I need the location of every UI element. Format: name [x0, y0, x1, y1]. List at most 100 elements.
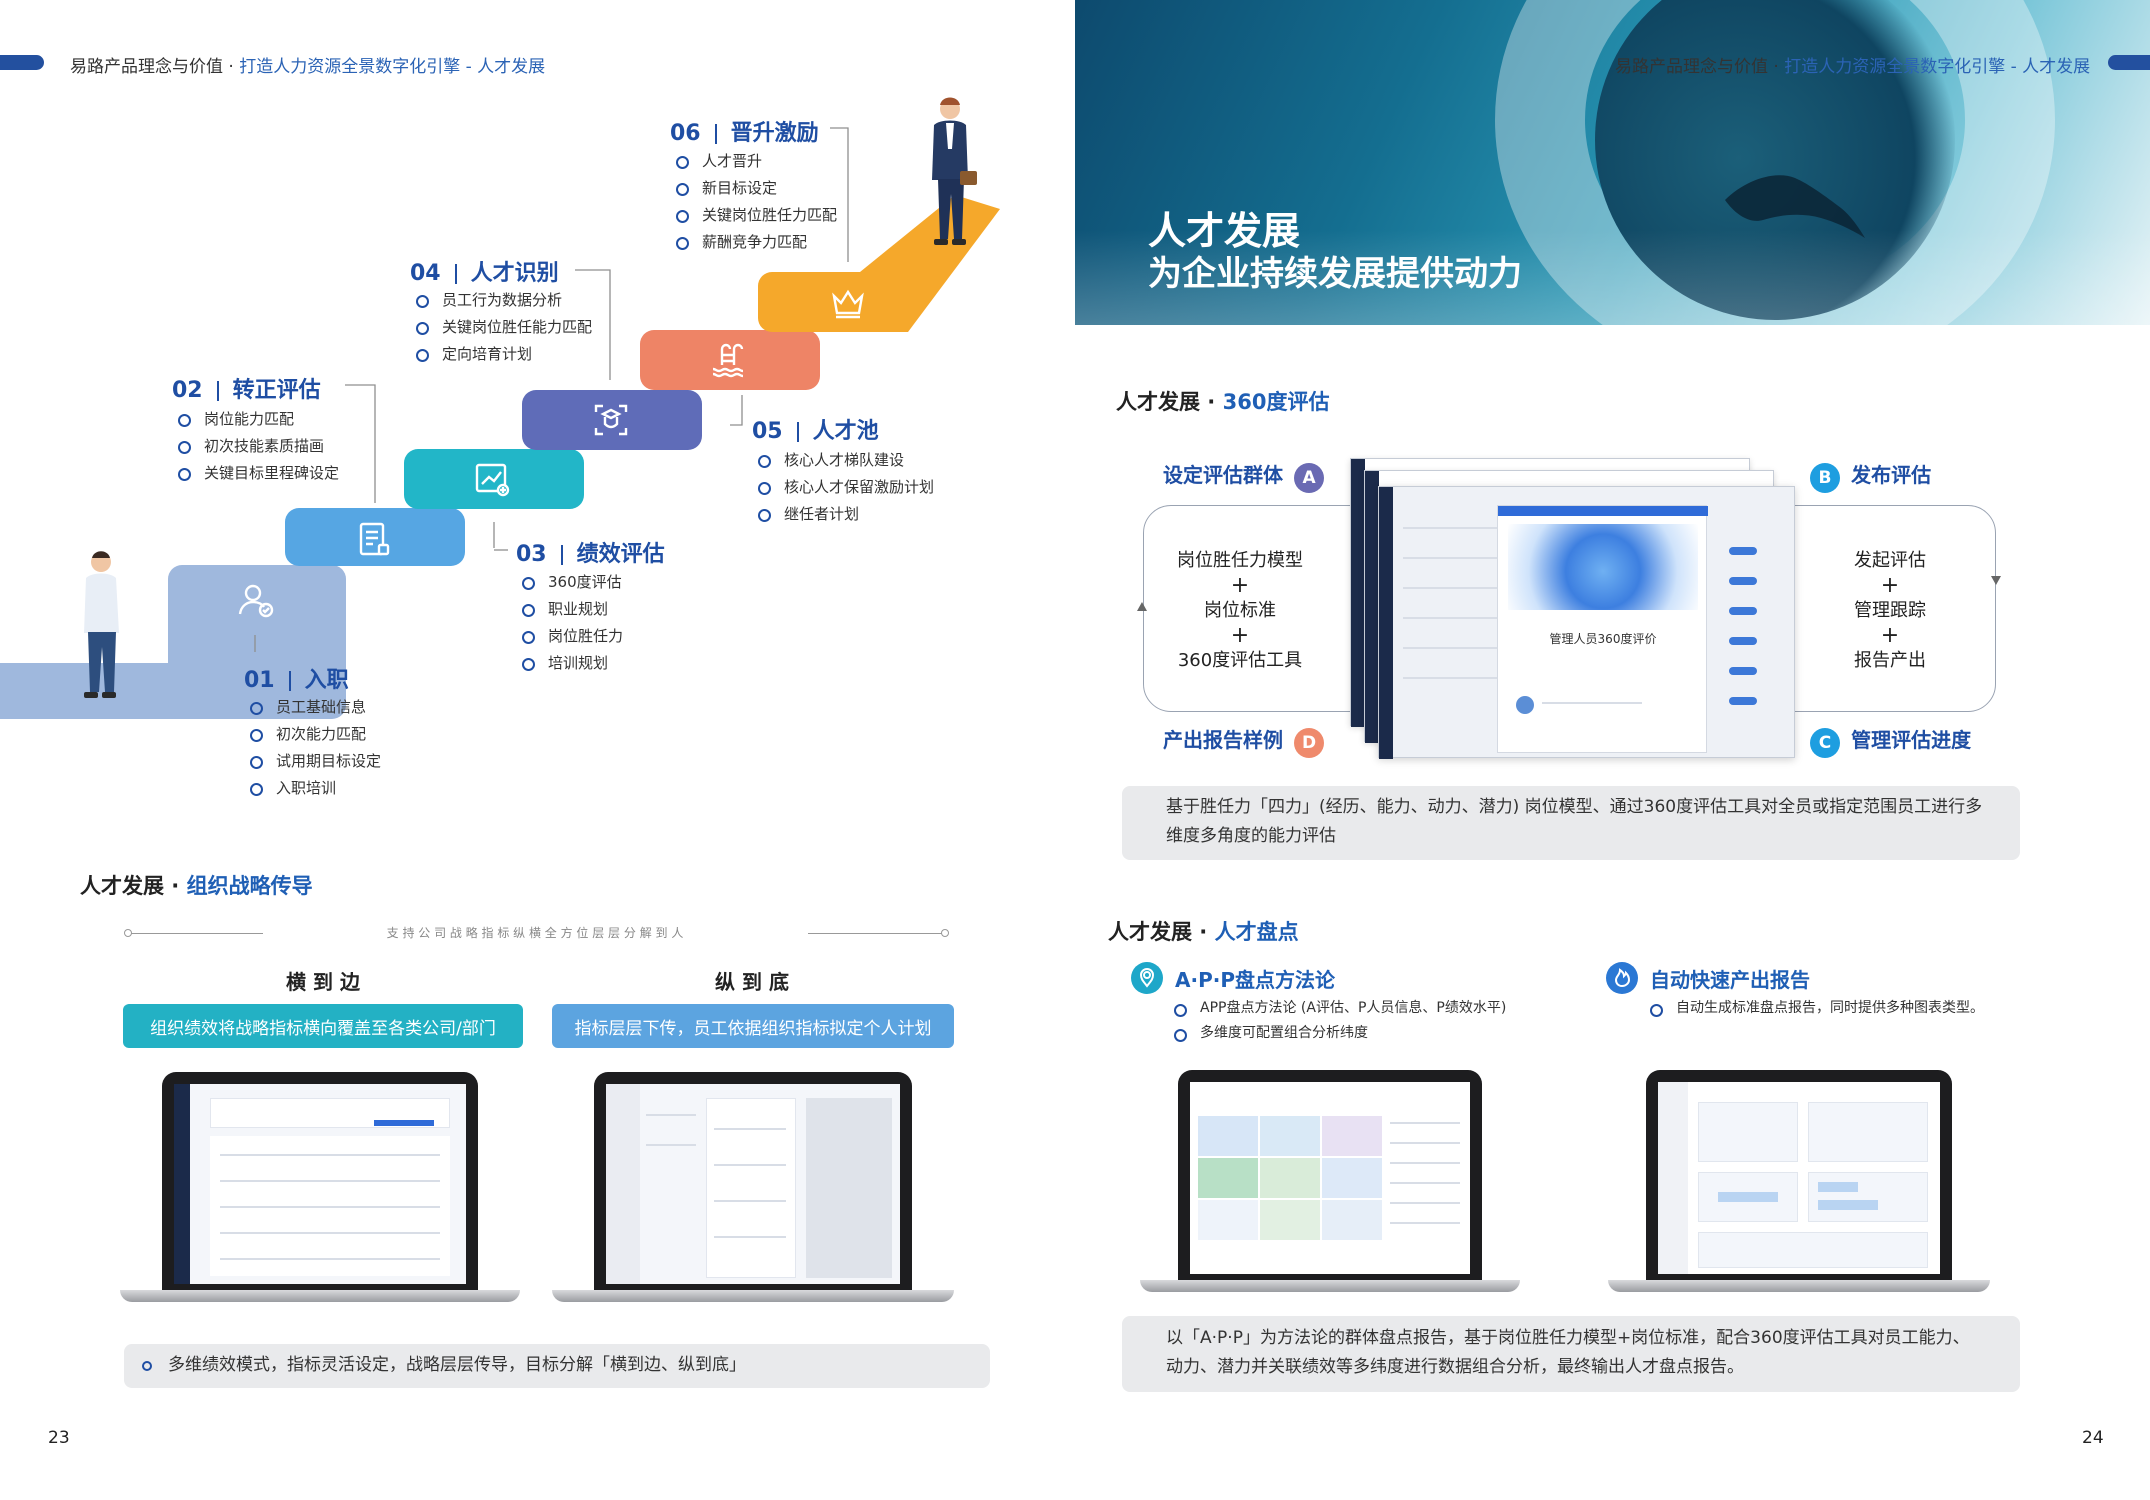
person-start-illustration [84, 551, 119, 698]
cycle-arrow-up [1137, 602, 1147, 611]
plus-sign: + [1230, 623, 1250, 648]
stage-01-label: 入职 [304, 668, 349, 693]
tagline-line-left [128, 933, 263, 934]
vertical-heading: 纵 到 底 [715, 970, 789, 994]
list-item: 核心人才梯队建设 [756, 447, 934, 474]
list-item: 360度评估 [520, 569, 623, 596]
list-item: 初次能力匹配 [248, 721, 381, 748]
vertical-cascade-banner: 指标层层下传，员工依据组织指标拟定个人计划 [552, 1004, 954, 1048]
list-item: 员工行为数据分析 [414, 287, 592, 314]
step-01 [168, 565, 346, 719]
flame-icon [1606, 962, 1638, 994]
target-scan-icon [589, 398, 633, 442]
stage-04-list: 员工行为数据分析 关键岗位胜任能力匹配 定向培育计划 [414, 287, 592, 368]
badge-b: B [1810, 462, 1840, 493]
document-icon [352, 517, 396, 561]
strategy-title-highlight: 组织战略传导 [186, 874, 313, 898]
stage-01-list: 员工基础信息 初次能力匹配 试用期目标设定 入职培训 [248, 694, 381, 802]
chart-trend-icon [470, 457, 514, 501]
person-top-illustration [932, 97, 977, 245]
list-item: 员工基础信息 [248, 694, 381, 721]
plus-sign: + [1230, 573, 1250, 598]
right-header-highlight: 打造人力资源全景数字化引擎 - 人才发展 [1784, 57, 2091, 77]
stage-03-number: 03 [516, 542, 547, 567]
right-tab-marker [2108, 55, 2150, 70]
list-item: 自动生成标准盘点报告，同时提供多种图表类型。 [1648, 996, 1984, 1021]
strategy-tagline: 支 持 公 司 战 略 指 标 纵 横 全 方 位 层 层 分 解 到 人 [386, 926, 684, 940]
stage-02-number: 02 [172, 378, 203, 403]
step-b-label: 发布评估 [1851, 463, 1932, 487]
step-c-label: 管理评估进度 [1851, 728, 1972, 752]
laptop-inventory-report [1608, 1070, 1990, 1292]
badge-d: D [1294, 727, 1325, 758]
eval360-screenshot-stack: 管理人员360度评价 [1350, 458, 1795, 759]
eval360-screen-caption: 管理人员360度评价 [1549, 632, 1657, 646]
output-line: 发起评估 [1854, 550, 1926, 571]
laptop-horizontal-screenshot [120, 1072, 520, 1302]
auto-report-heading: 自动快速产出报告 [1650, 968, 1810, 992]
auto-report-list: 自动生成标准盘点报告，同时提供多种图表类型。 [1648, 996, 1984, 1021]
eval360-inputs: 岗位胜任力模型 + 岗位标准 + 360度评估工具 [1150, 548, 1330, 673]
stage-05-label: 人才池 [812, 419, 879, 444]
laptop-inventory-grid [1140, 1070, 1520, 1292]
step-06-ramp [860, 195, 1000, 332]
list-item: 培训规划 [520, 650, 623, 677]
app-method-list: APP盘点方法论 (A评估、P人员信息、P绩效水平) 多维度可配置组合分析纬度 [1172, 996, 1506, 1046]
crown-icon [826, 280, 870, 324]
cycle-arrow-down [1991, 576, 2001, 585]
list-item: APP盘点方法论 (A评估、P人员信息、P绩效水平) [1172, 996, 1506, 1021]
horizontal-coverage-banner: 组织绩效将战略指标横向覆盖至各类公司/部门 [123, 1004, 523, 1048]
stage-connectors [254, 127, 849, 652]
stage-02-label: 转正评估 [232, 378, 321, 403]
left-header-highlight: 打造人力资源全景数字化引擎 - 人才发展 [239, 57, 546, 77]
stage-03-list: 360度评估 职业规划 岗位胜任力 培训规划 [520, 569, 623, 677]
step-d-label-group: 产出报告样例 D [1163, 724, 1325, 758]
tagline-line-right [808, 933, 945, 934]
horizontal-heading: 横 到 边 [286, 970, 360, 994]
eval360-title-highlight: 360度评估 [1222, 390, 1330, 414]
list-item: 新目标设定 [674, 175, 837, 202]
hero-title: 人才发展 [1148, 209, 1301, 253]
step-04 [522, 390, 702, 450]
stage-02-list: 岗位能力匹配 初次技能素质描画 关键目标里程碑设定 [176, 406, 339, 487]
input-line: 岗位标准 [1204, 600, 1276, 621]
output-line: 报告产出 [1854, 650, 1926, 671]
stage-04-label: 人才识别 [470, 261, 559, 286]
eval360-title-prefix: 人才发展 · [1116, 390, 1223, 414]
stage-04-title: 04 人才识别 [410, 255, 559, 287]
strategy-section-title: 人才发展 · 组织战略传导 [80, 870, 313, 900]
step-03 [404, 449, 584, 509]
step-a-label: 设定评估群体 [1163, 463, 1283, 487]
plus-sign: + [1880, 623, 1900, 648]
inventory-note-box: 以「A·P·P」为方法论的群体盘点报告，基于岗位胜任力模型+岗位标准，配合360… [1122, 1316, 2020, 1392]
list-item: 人才晋升 [674, 148, 837, 175]
stage-04-number: 04 [410, 261, 441, 286]
stage-05-list: 核心人才梯队建设 核心人才保留激励计划 继任者计划 [756, 447, 934, 528]
left-header-prefix: 易路产品理念与价值 · [70, 57, 240, 77]
list-item: 初次技能素质描画 [176, 433, 339, 460]
list-item: 试用期目标设定 [248, 748, 381, 775]
eval360-section-title: 人才发展 · 360度评估 [1116, 386, 1329, 416]
right-page-header: 易路产品理念与价值 · 打造人力资源全景数字化引擎 - 人才发展 [1615, 52, 2090, 77]
list-item: 岗位能力匹配 [176, 406, 339, 433]
pool-icon [707, 338, 751, 382]
inventory-title-highlight: 人才盘点 [1214, 920, 1299, 944]
tagline-dot-left [124, 929, 132, 937]
user-check-icon [234, 578, 278, 622]
app-method-heading: A·P·P盘点方法论 [1175, 968, 1335, 992]
list-item: 关键目标里程碑设定 [176, 460, 339, 487]
output-line: 管理跟踪 [1854, 600, 1926, 621]
strategy-note-text: 多维绩效模式，指标灵活设定，战略层层传导，目标分解「横到边、纵到底」 [168, 1355, 746, 1375]
list-item: 岗位胜任力 [520, 623, 623, 650]
list-item: 入职培训 [248, 775, 381, 802]
stage-05-number: 05 [752, 419, 783, 444]
step-a-label-group: 设定评估群体 A [1163, 459, 1325, 493]
laptop-vertical-screenshot [552, 1072, 954, 1302]
inventory-section-title: 人才发展 · 人才盘点 [1108, 916, 1299, 946]
eval360-note-text: 基于胜任力「四力」(经历、能力、动力、潜力) 岗位模型、通过360度评估工具对全… [1166, 797, 1983, 846]
left-page-header: 易路产品理念与价值 · 打造人力资源全景数字化引擎 - 人才发展 [70, 52, 545, 77]
note-bullet-icon [142, 1361, 152, 1371]
